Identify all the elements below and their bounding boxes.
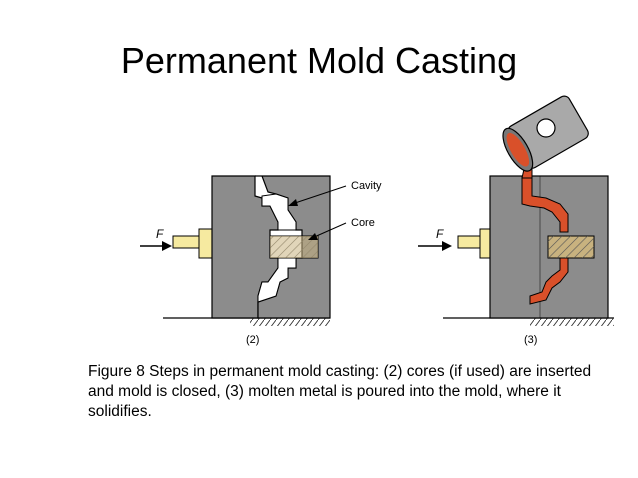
core-leader-head: [308, 233, 318, 240]
piston-rod: [457, 235, 483, 249]
mold-cavity: [257, 193, 297, 303]
ground-hatch: [250, 318, 330, 326]
step-3-label: (3): [524, 334, 537, 346]
step-3-diagram: F (3): [418, 95, 614, 346]
cavity-label: Cavity: [351, 180, 382, 192]
step-2-label: (2): [246, 334, 259, 346]
molten-metal-casting: [521, 175, 569, 305]
core-label: Core: [351, 217, 375, 229]
piston-rod: [172, 235, 202, 249]
ladle-metal: [506, 132, 530, 167]
force-label: F: [436, 227, 444, 241]
page-title: Permanent Mold Casting: [120, 40, 518, 81]
core-fill: [270, 236, 318, 258]
step-2-diagram: F Cavity Core (2): [140, 175, 382, 346]
ground-hatch: [530, 318, 614, 326]
force-label: F: [156, 227, 164, 241]
cavity-leader: [291, 185, 347, 205]
piston-head: [198, 228, 213, 259]
piston-head: [479, 228, 492, 259]
force-arrow-head: [162, 241, 172, 251]
ladle-handle-hole: [536, 118, 556, 138]
core-leader: [311, 222, 347, 239]
force-arrow-head: [442, 241, 452, 251]
cavity-leader-head: [288, 199, 298, 206]
core-hatch: [548, 236, 594, 258]
figure-caption: Figure 8 Steps in permanent mold casting…: [88, 363, 592, 420]
